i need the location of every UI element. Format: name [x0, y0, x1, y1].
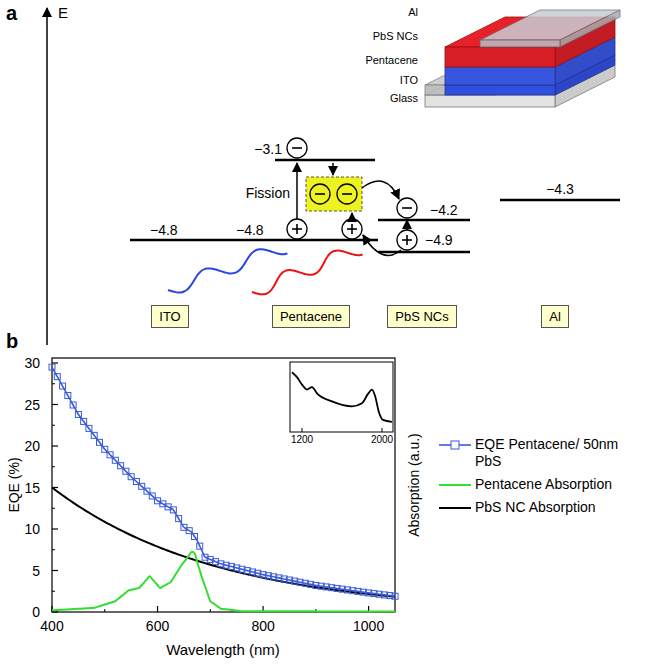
electron-symbol [397, 198, 417, 218]
y-tick [52, 611, 58, 612]
y-minor-tick [52, 383, 55, 384]
layer-box: ITO [151, 305, 188, 328]
y-tick [52, 362, 58, 363]
figure-label: EQE (%) [6, 457, 22, 512]
figure-label: ITO [400, 74, 418, 87]
energy-level [378, 219, 470, 222]
figure-label: −4.8 [236, 222, 264, 238]
energy-level [500, 199, 620, 202]
y-minor-tick [52, 508, 55, 509]
x-minor-tick [104, 609, 105, 612]
inset-frame [290, 362, 393, 432]
figure-label: −3.1 [254, 141, 282, 157]
layer-box: Al [541, 305, 569, 328]
figure-label: −4.3 [546, 181, 574, 197]
y-tick [52, 528, 58, 529]
tick-label: 30 [24, 355, 40, 371]
figure-label: −4.8 [150, 222, 178, 238]
figure-label: Al [408, 6, 418, 19]
x-tick [157, 606, 158, 612]
pentacene-absorption-curve [52, 552, 395, 612]
electron-symbol [337, 184, 357, 204]
figure-label: PbS NCs [373, 30, 418, 43]
hole-transfer-arrow [363, 235, 401, 255]
layer-name: ITO [159, 309, 180, 324]
layer-name: Al [549, 309, 561, 324]
figure-label: Glass [390, 92, 418, 105]
figure-label: −4.9 [425, 232, 453, 248]
inset-curve [292, 372, 392, 422]
energy-axis [46, 8, 48, 345]
layer-box: Pentacene [272, 305, 350, 328]
inset-tick [382, 428, 383, 432]
y-minor-tick [52, 549, 55, 550]
chart-legend: EQE Pentacene/ 50nm PbS Pentacene Absorpt… [437, 436, 649, 522]
pbs-absorption-curve [52, 488, 395, 597]
legend-text: EQE Pentacene/ 50nm PbS [475, 436, 643, 470]
figure-label: E [58, 4, 68, 21]
photon-wave [168, 249, 287, 292]
energy-level [130, 239, 378, 242]
y-minor-tick [52, 466, 55, 467]
excitation-arrow [296, 163, 298, 219]
legend-sample [437, 436, 475, 453]
panel-letter: a [6, 2, 17, 25]
electron-symbol [310, 184, 330, 204]
inset-tick [302, 428, 303, 432]
tick-label: 20 [24, 438, 40, 454]
figure-label: −4.2 [430, 202, 458, 218]
y-minor-tick [52, 591, 55, 592]
tick-label: 25 [24, 397, 40, 413]
legend-entry: PbS NC Absorption [437, 499, 649, 516]
y-tick [52, 445, 58, 446]
energy-level [275, 159, 375, 162]
legend-entry: EQE Pentacene/ 50nm PbS [437, 436, 649, 470]
tick-label: 5 [32, 563, 40, 579]
y-tick [52, 404, 58, 405]
panel-letter: b [6, 330, 18, 353]
layer-box: PbS NCs [387, 305, 456, 328]
hole-symbol [342, 219, 362, 239]
figure-label: Wavelength (nm) [166, 641, 280, 658]
tick-label: 400 [40, 618, 63, 634]
legend-entry: Pentacene Absorption [437, 476, 649, 493]
fission-box [306, 177, 362, 211]
tick-label: 800 [251, 618, 274, 634]
tick-label: 2000 [371, 434, 393, 446]
x-minor-tick [210, 609, 211, 612]
tick-label: 15 [24, 480, 40, 496]
tick-label: 10 [24, 521, 40, 537]
hole-symbol [287, 219, 307, 239]
tick-label: 0 [32, 604, 40, 620]
figure-label: Absorption (a.u.) [406, 433, 422, 537]
tick-label: 1000 [353, 618, 384, 634]
excitation-arrow [406, 220, 408, 230]
legend-sample [437, 499, 475, 516]
layer-name: PbS NCs [395, 309, 448, 324]
y-minor-tick [52, 425, 55, 426]
device-layer [480, 10, 620, 47]
excitation-arrow [351, 213, 353, 219]
legend-text: Pentacene Absorption [475, 476, 612, 493]
figure-label: Pentacene [365, 54, 418, 67]
layer-name: Pentacene [280, 309, 342, 324]
tick-label: 1200 [291, 434, 313, 446]
electron-symbol [287, 138, 307, 158]
legend-sample [437, 476, 475, 493]
tick-label: 600 [146, 618, 169, 634]
photon-wave [252, 251, 363, 295]
plot-frame [52, 358, 395, 612]
electron-transfer-arrow [362, 181, 399, 199]
figure-label: Fission [246, 185, 290, 201]
hole-symbol [397, 230, 417, 250]
legend-text: PbS NC Absorption [475, 499, 596, 516]
energy-level [378, 251, 470, 254]
y-tick [52, 570, 58, 571]
relax-arrow [332, 163, 334, 175]
